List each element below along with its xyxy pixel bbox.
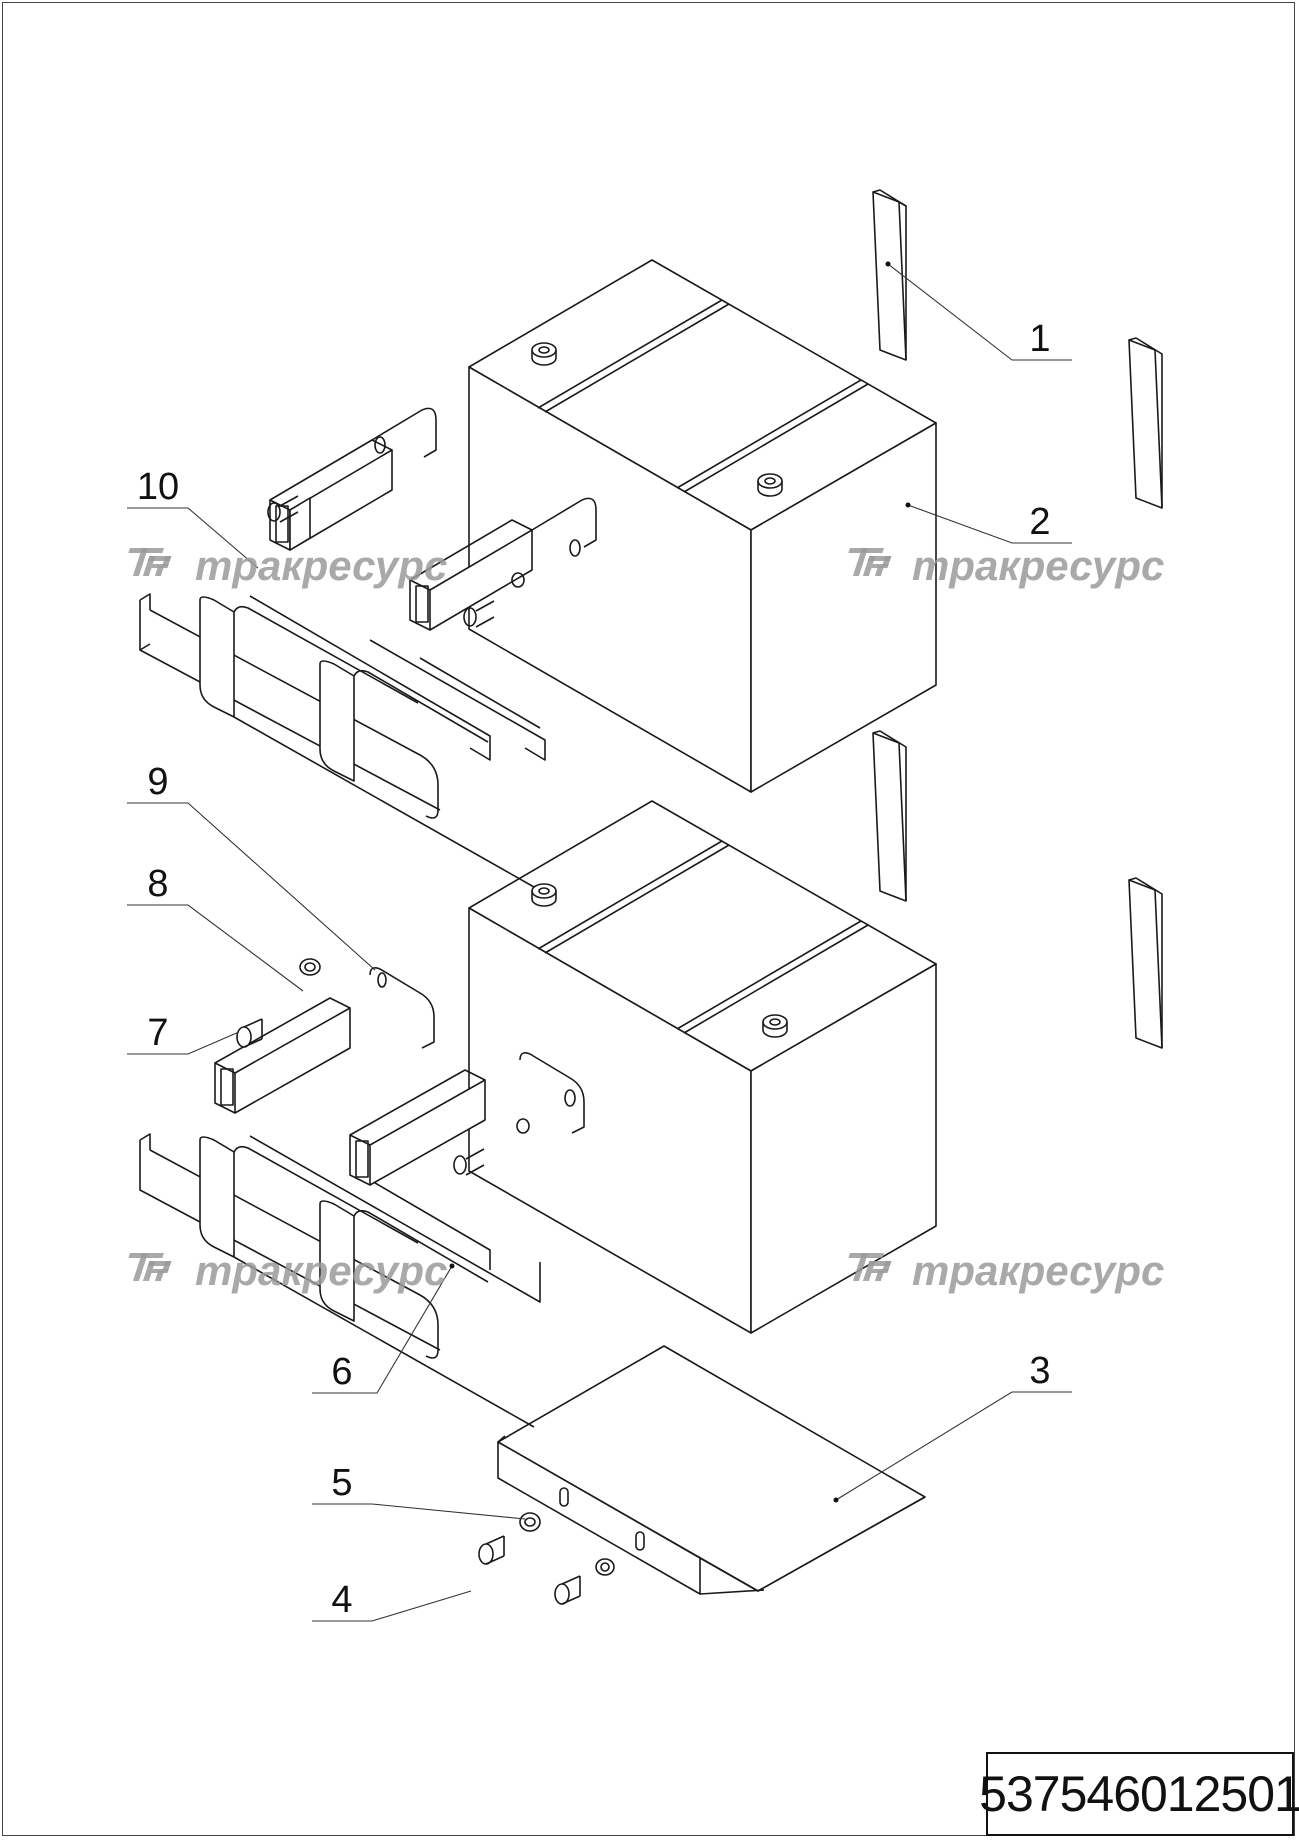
watermark-text: тракресурс [912,1247,1164,1294]
watermark-bottom-right: тракресурс [848,1247,1164,1294]
watermark-text: тракресурс [195,1247,447,1294]
bolt-upper-2 [463,600,495,628]
pad-upper-right [1128,337,1163,509]
washer-8 [299,958,321,976]
callout-2: 2 [1029,501,1050,543]
watermark-top-right: тракресурс [848,542,1164,589]
watermark-logo [128,548,172,576]
watermark-bottom-left: тракресурс [128,1247,447,1294]
bracket-assembly-lower [139,967,585,1428]
pad-upper-left [872,189,907,361]
callout-3: 3 [1029,1350,1050,1392]
watermark-logo [848,548,892,576]
washer-5 [519,1512,541,1532]
bolt-upper-1 [267,495,299,523]
washer-5b [595,1558,615,1576]
pad-lower-right [1128,877,1163,1049]
document-number: 537546012501 [979,1752,1299,1836]
battery-lower [468,800,937,1334]
battery-tray [497,1345,926,1595]
callout-10: 10 [137,466,179,508]
leader-lines [127,263,1072,1622]
bolt-lower-1 [453,1148,485,1176]
bolt-4b [554,1575,581,1605]
callout-1: 1 [1029,318,1050,360]
callout-8: 8 [147,863,168,905]
watermarks: тракресурс тракресурс [128,542,1164,1294]
pad-lower-left [872,730,907,902]
callout-5: 5 [331,1462,352,1504]
bracket-assembly-upper [139,407,597,888]
watermark-top-left: тракресурс [128,542,447,589]
bolt-7 [236,1018,263,1048]
watermark-logo [848,1253,892,1281]
watermark-text: тракресурс [195,542,447,589]
callout-9: 9 [147,761,168,803]
watermark-text: тракресурс [912,542,1164,589]
callout-7: 7 [147,1012,168,1054]
battery-upper [468,259,937,793]
leader-dots [449,261,911,1503]
callout-4: 4 [331,1579,352,1621]
bolt-4 [478,1535,505,1565]
watermark-logo [128,1253,172,1281]
callout-6: 6 [331,1351,352,1393]
